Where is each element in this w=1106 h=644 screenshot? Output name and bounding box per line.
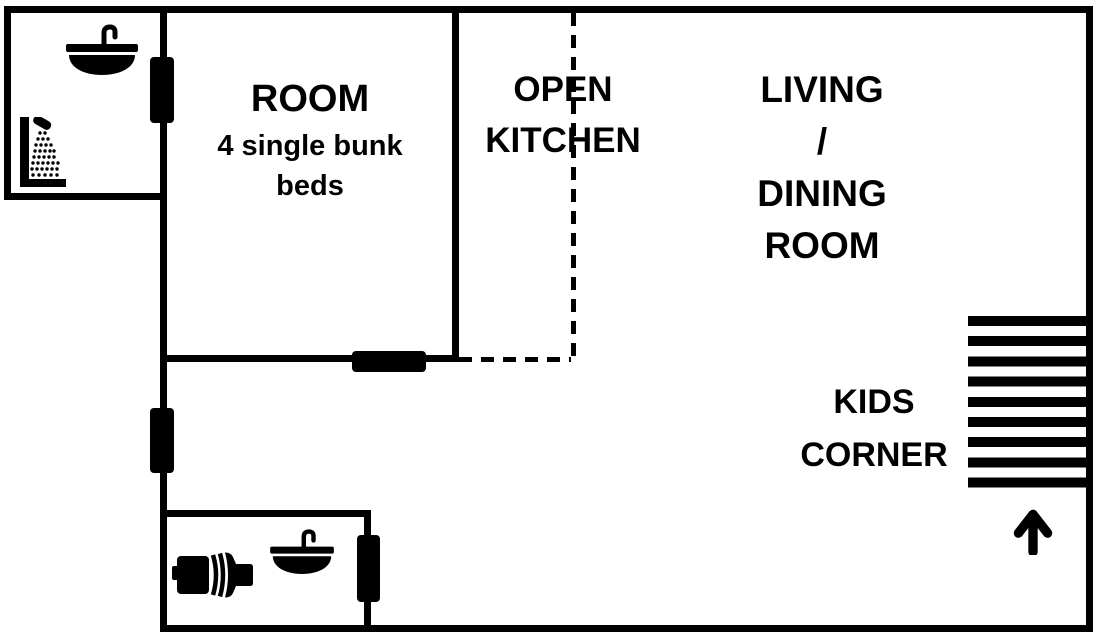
up-arrow-icon: [1008, 505, 1058, 555]
kids-corner-line1: KIDS: [833, 383, 915, 421]
wall-left-bathroom: [4, 6, 11, 200]
door-hall: [150, 408, 174, 473]
wall-bunkroom-bottom: [160, 355, 459, 362]
bunk-room-subtitle-line2: beds: [276, 170, 344, 202]
living-dining-line1: LIVING: [760, 69, 884, 110]
stairs-hatching: [968, 316, 1087, 488]
wall-right: [1086, 6, 1093, 632]
bunk-room-title: ROOM: [250, 78, 370, 120]
door-bunkroom: [352, 351, 426, 372]
bunk-room-subtitle-line1: 4 single bunk: [217, 130, 403, 162]
sink-icon: [268, 528, 336, 574]
door-top-bathroom: [150, 57, 174, 123]
kids-corner-line2: CORNER: [800, 436, 948, 474]
kids-corner-label: KIDS CORNER: [772, 376, 976, 482]
shower-icon: [20, 117, 70, 189]
wall-bathroom-bottom: [4, 193, 167, 200]
sink-icon: [66, 23, 138, 75]
toilet-icon: [172, 552, 254, 598]
open-kitchen-label: OPEN KITCHEN: [463, 64, 663, 166]
open-kitchen-line1: OPEN: [513, 70, 613, 109]
living-dining-line2: /: [816, 121, 828, 162]
wall-top: [4, 6, 1093, 13]
living-dining-line4: ROOM: [764, 225, 880, 266]
wall-bunkroom-right: [452, 6, 459, 362]
wall-main-vertical: [160, 6, 167, 632]
open-kitchen-line2: KITCHEN: [485, 121, 641, 160]
door-wc: [357, 535, 380, 602]
wall-bottom: [160, 625, 1093, 632]
living-dining-label: LIVING / DINING ROOM: [720, 64, 924, 272]
living-dining-line3: DINING: [757, 173, 887, 214]
wall-wc-top: [160, 510, 371, 517]
bunk-room-label: ROOM 4 single bunk beds: [165, 78, 455, 206]
